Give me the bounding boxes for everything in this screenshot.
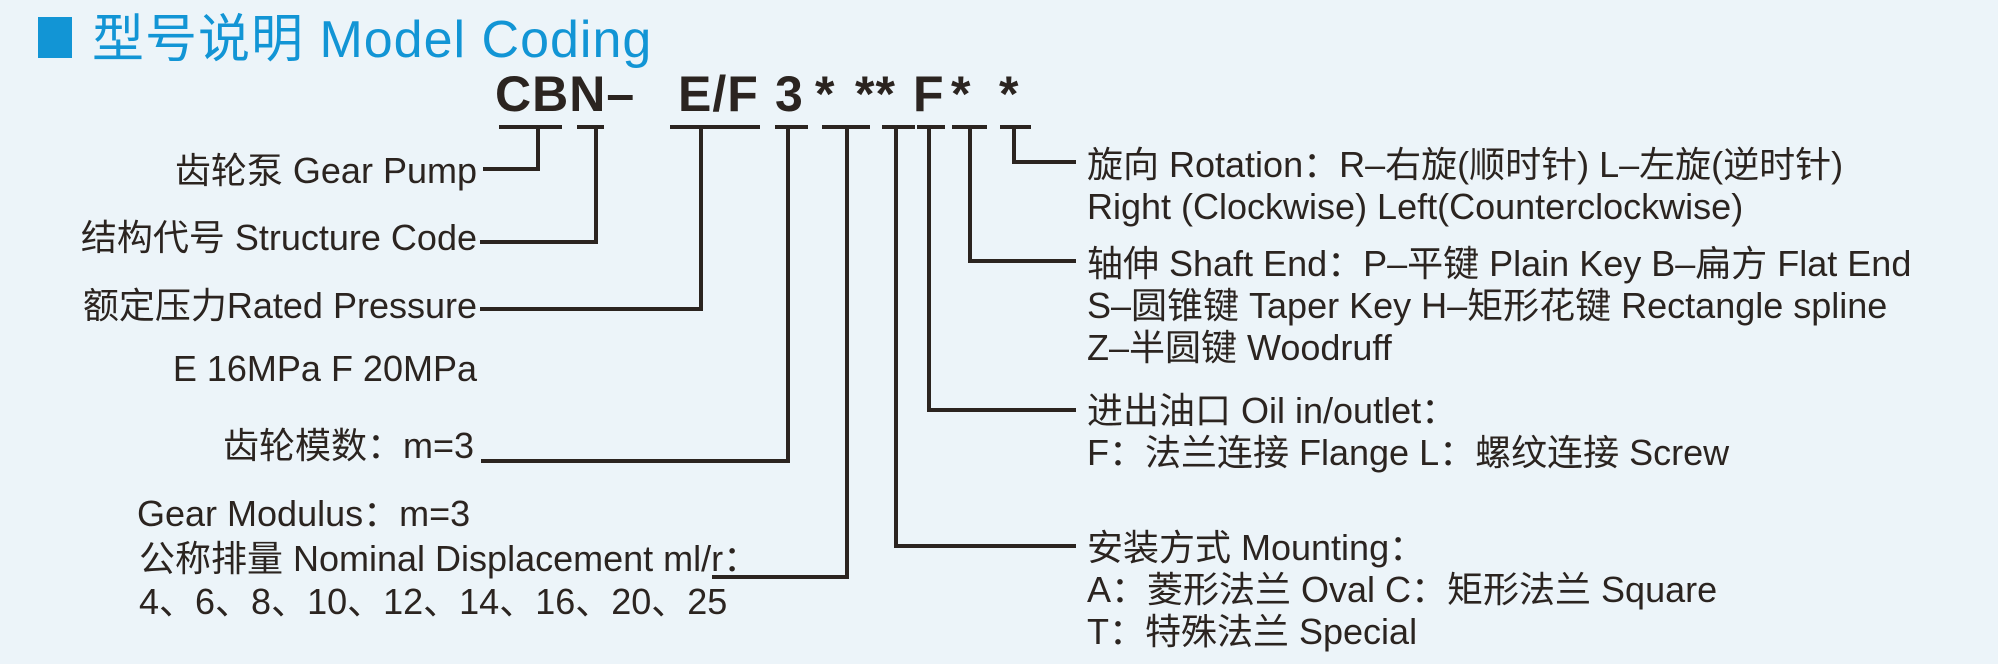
mounting-line-1: 安装方式 Mounting： <box>1087 527 1426 568</box>
connector-oil-port <box>927 127 1076 412</box>
label-displacement-values: 4、6、8、10、12、14、16、20、25 <box>139 581 728 622</box>
code-segment-oil-port: F <box>913 66 945 122</box>
oil-port-line-2: F：法兰连接 Flange L：螺纹连接 Screw <box>1087 432 1730 473</box>
label-pressure-values: E 16MPa F 20MPa <box>172 348 477 389</box>
code-segment-rotation: * <box>999 66 1020 122</box>
label-gear-pump: 齿轮泵 Gear Pump <box>174 150 477 191</box>
shaft-end-line-1: 轴伸 Shaft End：P–平键 Plain Key B–扁方 Flat En… <box>1087 243 1912 284</box>
code-segment-shaft-end: * <box>951 66 972 122</box>
shaft-end-line-2: S–圆锥键 Taper Key H–矩形花键 Rectangle spline <box>1087 285 1888 326</box>
connector-shaft-end <box>968 127 1076 263</box>
label-structure-code: 结构代号 Structure Code <box>80 217 477 258</box>
oil-port-line-1: 进出油口 Oil in/outlet： <box>1087 390 1458 431</box>
connector-displacement <box>712 127 849 579</box>
connector-rated-pressure <box>480 127 703 311</box>
block-mounting: 安装方式 Mounting： A：菱形法兰 Oval C：矩形法兰 Square… <box>1087 527 1717 653</box>
title-bullet-square <box>38 17 72 58</box>
mounting-line-3: T：特殊法兰 Special <box>1087 611 1418 652</box>
label-displacement: 公称排量 Nominal Displacement ml/r： <box>139 538 760 579</box>
mounting-line-2: A：菱形法兰 Oval C：矩形法兰 Square <box>1087 569 1718 610</box>
code-segment-series: CBN– <box>495 66 636 122</box>
code-segment-gear-modulus: 3 <box>775 66 804 122</box>
code-segment-displacement: * <box>815 66 836 122</box>
page-title: 型号说明 Model Coding <box>92 11 653 69</box>
connector-structure-code <box>480 127 598 244</box>
connector-gear-pump <box>483 127 540 171</box>
rotation-line-1: 旋向 Rotation：R–右旋(顺时针) L–左旋(逆时针) <box>1087 144 1844 185</box>
connector-mounting <box>894 127 1076 548</box>
block-oil-port: 进出油口 Oil in/outlet： F：法兰连接 Flange L：螺纹连接… <box>1087 390 1729 474</box>
rotation-line-2: Right (Clockwise) Left(Counterclockwise) <box>1087 186 1744 227</box>
connector-rotation <box>1012 127 1076 164</box>
code-segment-pressure-code: E/F <box>678 66 759 122</box>
label-gear-modulus-en: Gear Modulus：m=3 <box>137 493 471 534</box>
code-segment-mounting: ** <box>855 66 896 122</box>
block-shaft-end: 轴伸 Shaft End：P–平键 Plain Key B–扁方 Flat En… <box>1087 243 1911 369</box>
label-gear-modulus-cn: 齿轮模数：m=3 <box>222 425 474 466</box>
shaft-end-line-3: Z–半圆键 Woodruff <box>1087 327 1392 368</box>
connector-gear-modulus <box>481 127 790 463</box>
block-rotation: 旋向 Rotation：R–右旋(顺时针) L–左旋(逆时针) Right (C… <box>1087 144 1843 228</box>
label-rated-pressure: 额定压力Rated Pressure <box>82 285 477 326</box>
